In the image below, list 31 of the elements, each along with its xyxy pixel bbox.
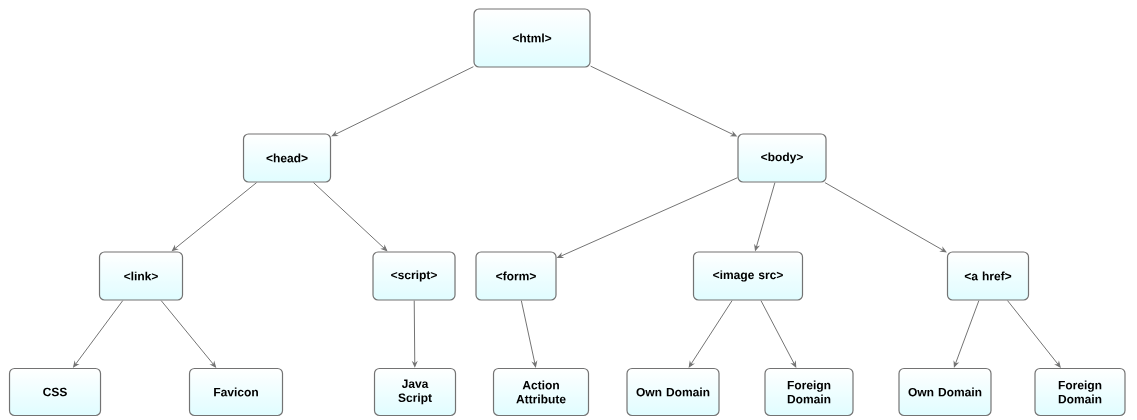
arrow [160,300,216,368]
arrow [590,65,737,137]
arrow [953,300,980,368]
arrow [412,300,418,368]
tag-box: <html> [473,8,591,68]
arrow [331,66,474,137]
tag-box: <body> [737,133,827,183]
tag-box: Java Script [373,367,457,417]
tag-box: <script> [372,251,456,301]
arrow [760,300,797,368]
tag-box: <link> [98,251,184,301]
arrow [73,300,124,368]
tag-box: Own Domain [626,367,720,417]
tag-box: <form> [475,251,557,301]
tag-box: CSS [8,367,102,417]
arrow [824,182,947,253]
arrow [1007,300,1061,368]
arrow [520,300,537,368]
arrow [754,182,776,251]
tag-box: Own Domain [898,367,992,417]
tag-box: Foreign Domain [764,367,854,417]
tag-box: <a href> [946,251,1030,301]
tag-box: Favicon [188,367,284,417]
arrow [312,182,388,251]
arrow [688,300,733,368]
tag-box: <head> [242,133,332,183]
arrow [557,177,738,258]
tag-box: <image src> [692,251,804,301]
arrow [171,182,258,252]
tag-box: Action Attribute [492,367,590,417]
tag-box: Foreign Domain [1034,367,1126,417]
